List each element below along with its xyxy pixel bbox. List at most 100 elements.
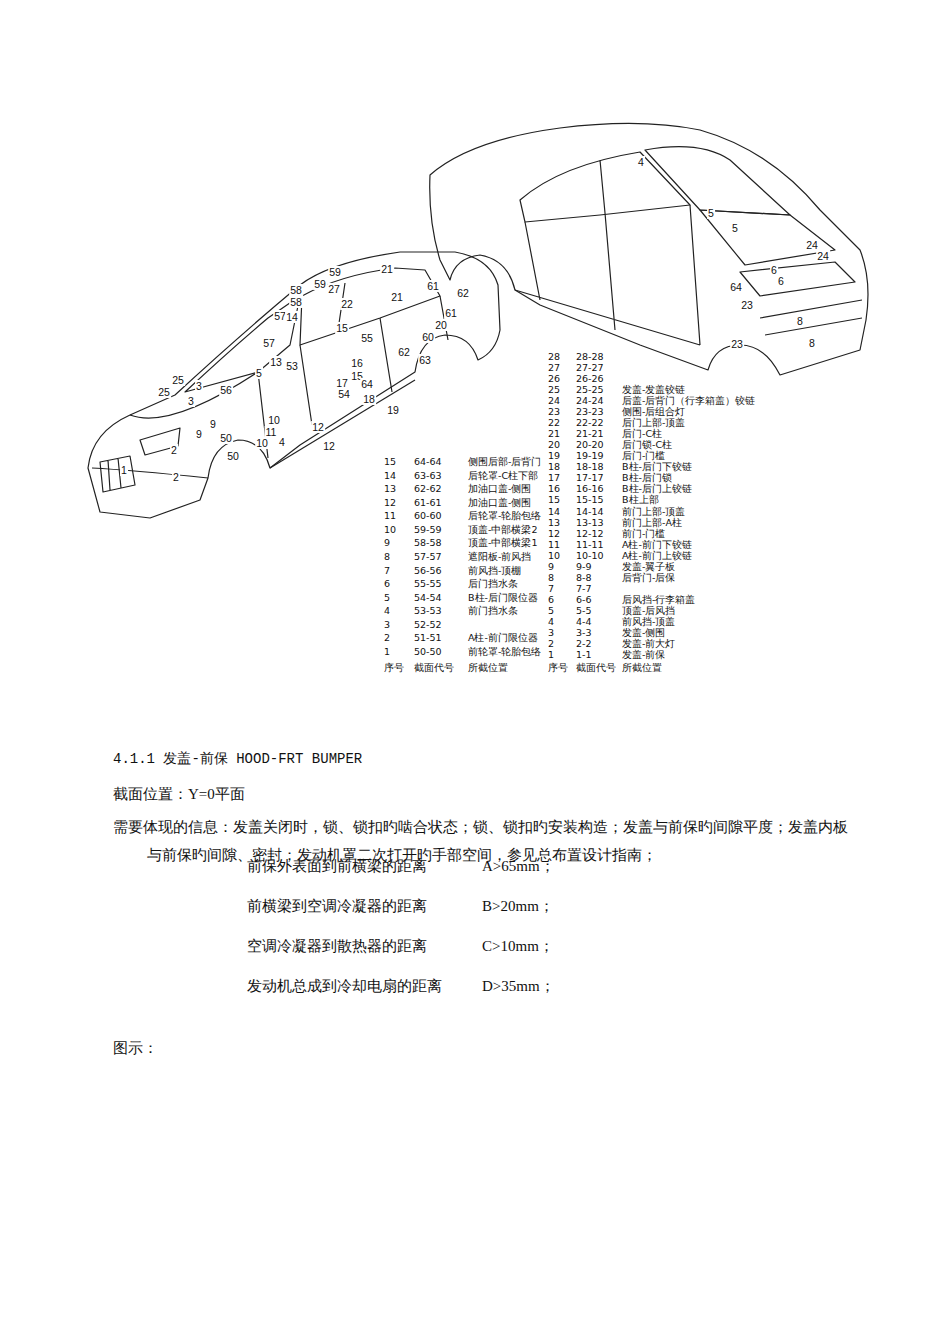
dimension-name: 空调冷凝器到散热器的距离: [247, 938, 427, 955]
table-cell: 4-4: [576, 616, 592, 627]
table-cell: 28: [548, 352, 560, 363]
callout-number: 23: [740, 299, 754, 311]
table-cell: 5-5: [576, 605, 592, 616]
table-cell: 前风挡-顶棚: [468, 565, 521, 576]
table-cell: 23: [548, 407, 560, 418]
table-cell: 14: [384, 470, 396, 481]
table-cell: 20: [548, 440, 560, 451]
table-cell: 21-21: [576, 429, 604, 440]
table-cell: 55-55: [414, 579, 442, 590]
callout-number: 25: [157, 386, 171, 398]
side-windows: [300, 268, 440, 345]
table-cell: 后门-门槛: [622, 451, 665, 462]
table-cell: 前门上部-顶盖: [622, 506, 685, 517]
callout-number: 9: [209, 418, 217, 430]
callout-number: 61: [444, 307, 458, 319]
dimension-value: B>20mm；: [482, 898, 554, 915]
callout-number: 23: [730, 338, 744, 350]
callout-number: 5: [731, 222, 739, 234]
table-cell: 前门上部-A柱: [622, 517, 682, 528]
callout-number: 9: [195, 428, 203, 440]
callout-number: 58: [289, 296, 303, 308]
table-cell: 8: [548, 572, 554, 583]
table-cell: 9: [548, 561, 554, 572]
table-cell: 17: [548, 473, 560, 484]
table-cell: 发盖-发盖铰链: [622, 385, 685, 396]
table-cell: 6: [384, 579, 390, 590]
table-cell: A柱-前门下铰链: [622, 539, 692, 550]
table-header: 序号: [384, 663, 404, 674]
table-cell: 57-57: [414, 552, 442, 563]
callout-number: 2: [172, 471, 180, 483]
callout-number: 59: [328, 266, 342, 278]
table-cell: 9: [384, 538, 390, 549]
callout-number: 5: [707, 207, 715, 219]
table-cell: 6-6: [576, 594, 592, 605]
table-cell: 5: [548, 605, 554, 616]
dimension-name: 前横梁到空调冷凝器的距离: [247, 898, 427, 915]
sill: [270, 380, 415, 468]
table-cell: 25-25: [576, 385, 604, 396]
table-cell: 7: [384, 565, 390, 576]
table-cell: 15-15: [576, 495, 604, 506]
table-cell: 10: [384, 524, 396, 535]
dimension-value: C>10mm；: [482, 938, 554, 955]
side-windows: [520, 152, 690, 222]
table-cell: 62-62: [414, 484, 442, 495]
callout-number: 15: [335, 322, 349, 334]
table-cell: 56-56: [414, 565, 442, 576]
table-cell: 10-10: [576, 550, 604, 561]
callout-number: 13: [269, 356, 283, 368]
grille: [100, 456, 135, 492]
table-cell: 17-17: [576, 473, 604, 484]
table-cell: 后背门-后保: [622, 572, 675, 583]
callout-number: 6: [777, 275, 785, 287]
table-cell: 54-54: [414, 592, 442, 603]
table-header: 所截位置: [468, 663, 508, 674]
dimension-value: A>65mm；: [482, 858, 555, 875]
table-cell: 发盖-侧围: [622, 627, 665, 638]
table-cell: 发盖-前保: [622, 650, 665, 661]
tail-lamp: [740, 262, 855, 296]
table-header: 所截位置: [622, 663, 662, 674]
table-cell: 25: [548, 385, 560, 396]
callout-number: 53: [285, 360, 299, 372]
table-cell: 前风挡-顶盖: [622, 616, 675, 627]
table-cell: 发盖-前大灯: [622, 638, 675, 649]
table-cell: 24-24: [576, 396, 604, 407]
table-cell: 侧围-后组合灯: [622, 407, 685, 418]
table-cell: 3-3: [576, 627, 592, 638]
table-cell: 1: [384, 647, 390, 658]
callout-number: 4: [278, 436, 286, 448]
callout-number: 27: [327, 283, 341, 295]
table-cell: B柱-后门下铰链: [622, 462, 692, 473]
windshield: [185, 296, 300, 392]
table-cell: 前门挡水条: [468, 606, 518, 617]
table-cell: 27-27: [576, 363, 604, 374]
callout-number: 61: [426, 280, 440, 292]
table-cell: 2: [384, 633, 390, 644]
table-cell: 13-13: [576, 517, 604, 528]
callout-number: 19: [386, 404, 400, 416]
callout-number: 54: [337, 388, 351, 400]
table-cell: 2: [548, 638, 554, 649]
callout-number: 59: [313, 278, 327, 290]
table-cell: 19: [548, 451, 560, 462]
callout-number: 57: [262, 337, 276, 349]
rear-bumper: [760, 300, 862, 335]
callout-number: 22: [340, 298, 354, 310]
table-cell: 64-64: [414, 457, 442, 468]
car-body-outline: [430, 123, 868, 375]
callout-number: 8: [796, 315, 804, 327]
callout-number: 21: [380, 263, 394, 275]
table-cell: 加油口盖-侧围: [468, 497, 531, 508]
body-text: 图示：: [113, 1040, 158, 1057]
dimension-value: D>35mm；: [482, 978, 555, 995]
table-cell: 16-16: [576, 484, 604, 495]
table-cell: 顶盖-后风挡: [622, 605, 675, 616]
rear-window: [645, 147, 790, 215]
table-cell: 21: [548, 429, 560, 440]
table-cell: 8-8: [576, 572, 592, 583]
table-cell: 后门上部-顶盖: [622, 418, 685, 429]
callout-number: 3: [187, 395, 195, 407]
